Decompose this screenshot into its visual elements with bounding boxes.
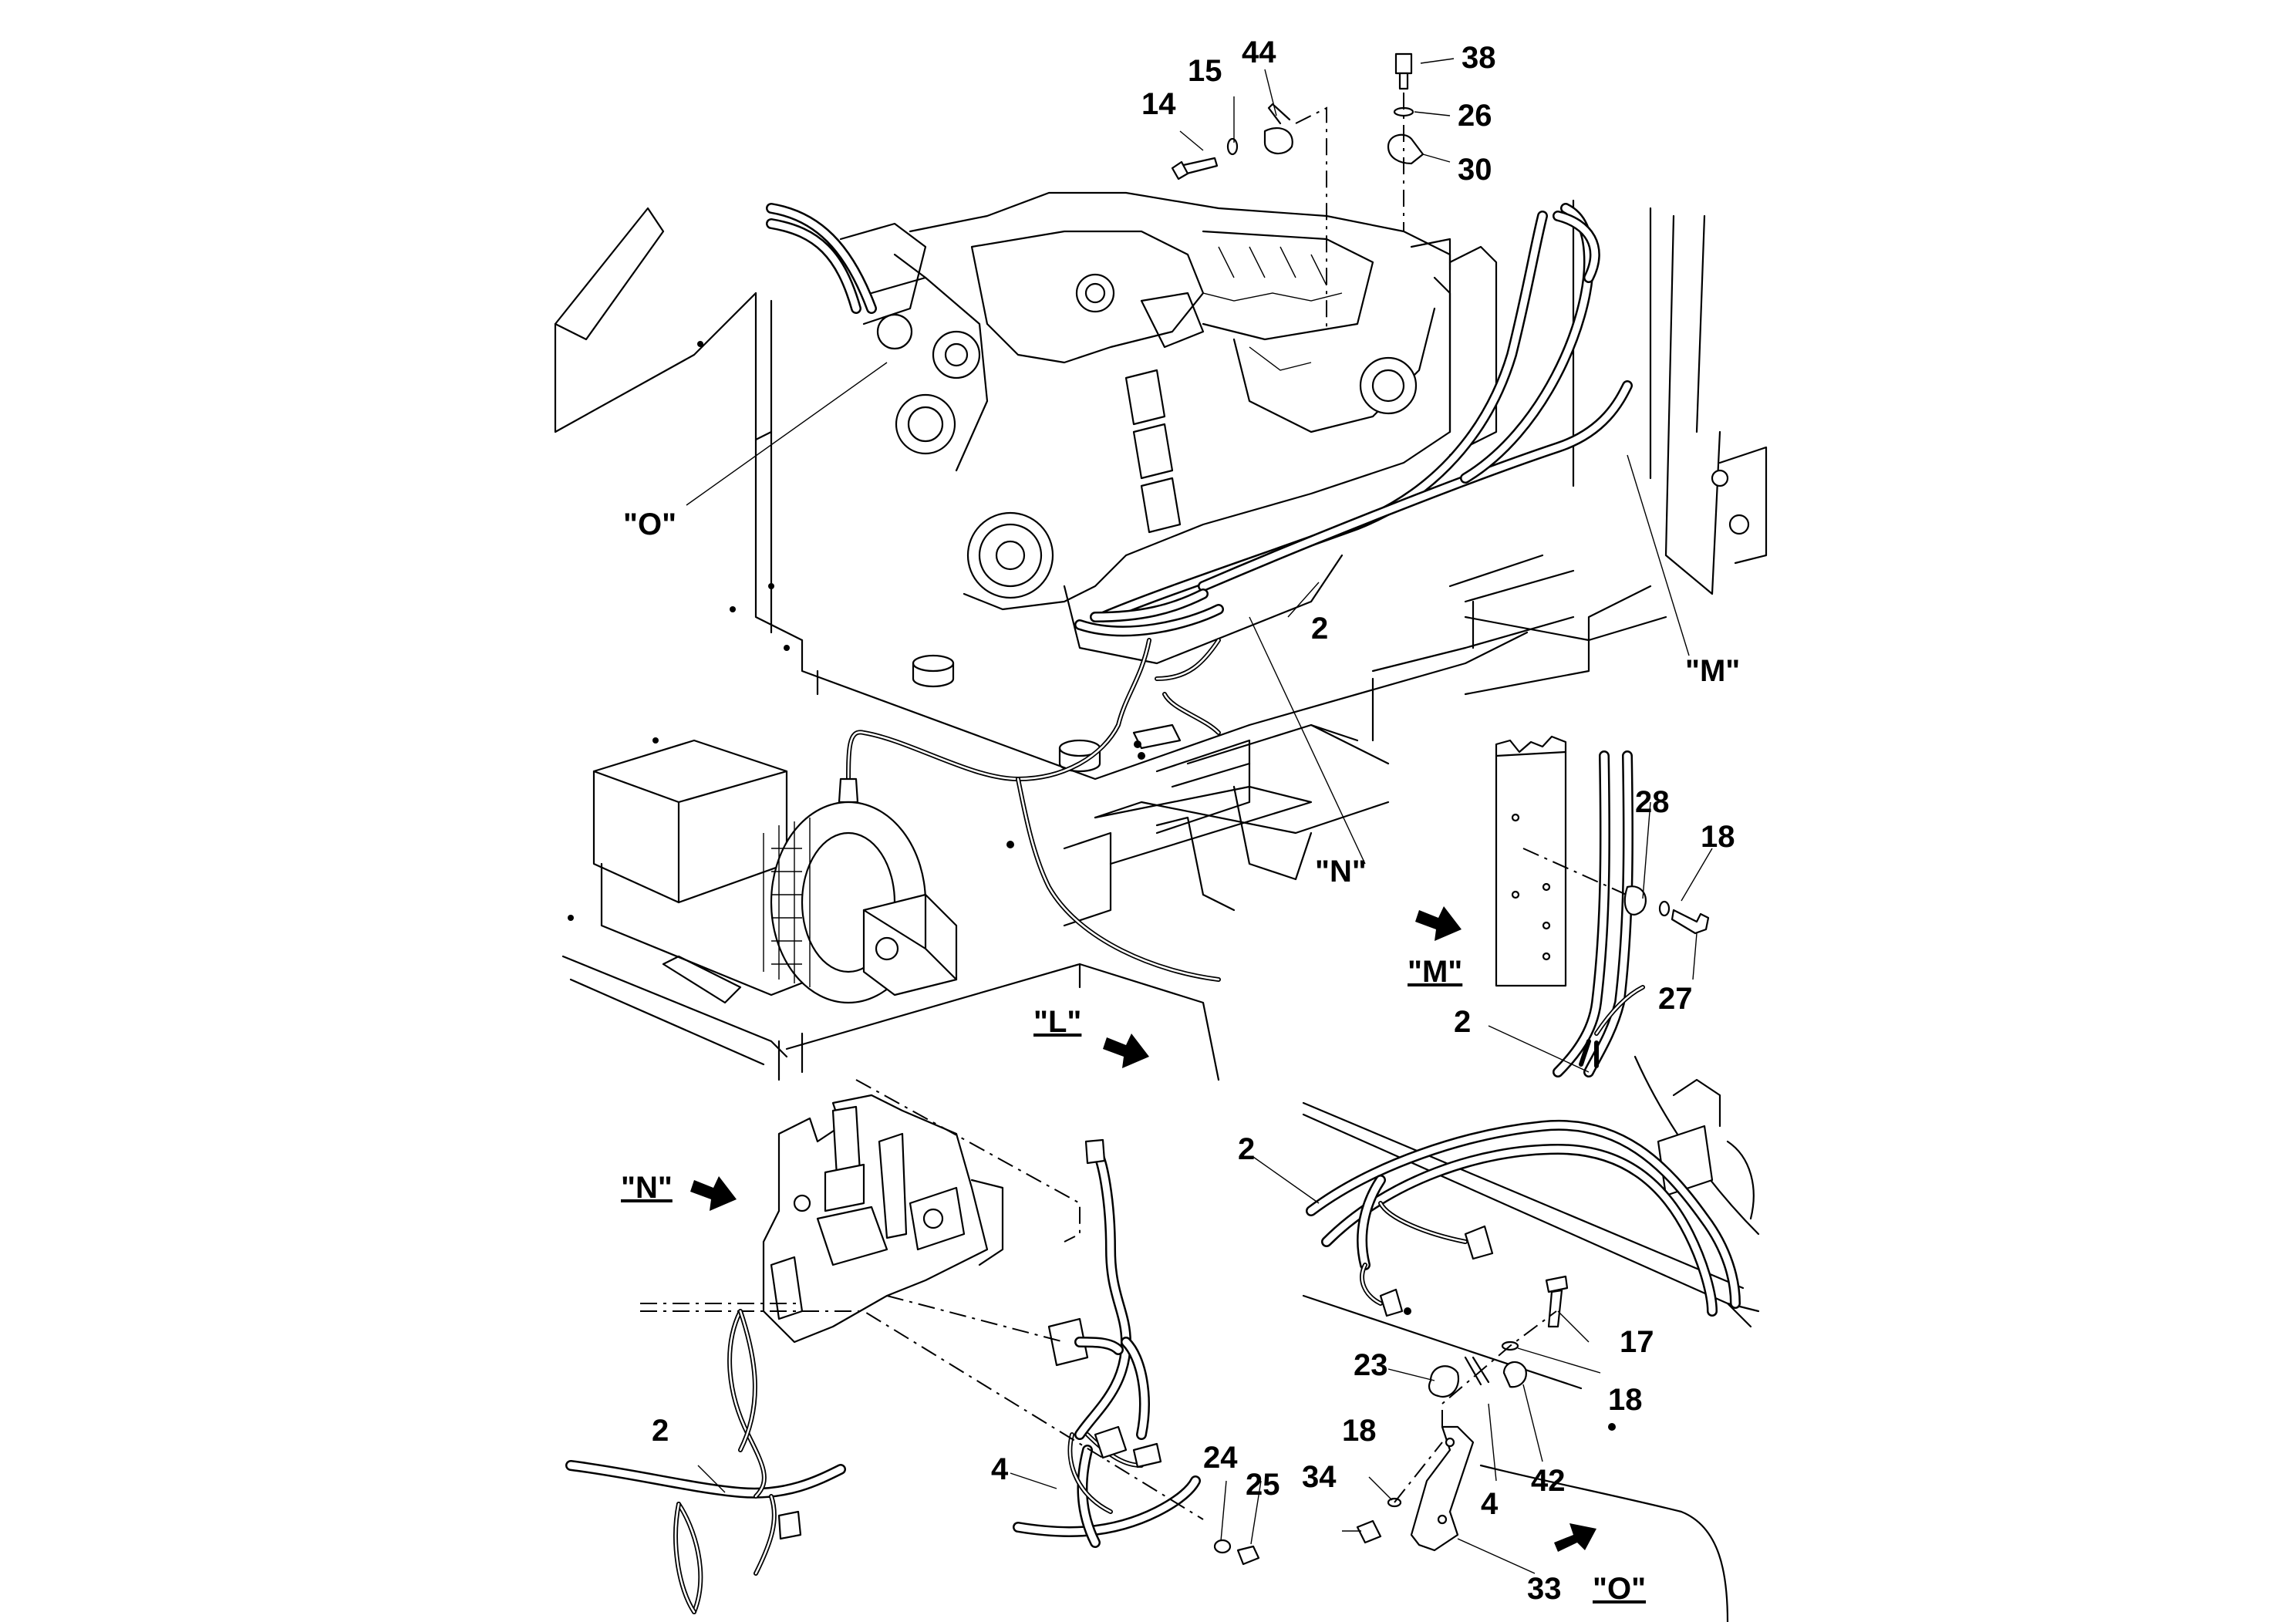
callout-44: 44	[1242, 35, 1276, 69]
leader-lines	[686, 362, 1713, 1574]
view-title-O: "O"	[1593, 1573, 1646, 1604]
view-title-O-text: "O"	[1593, 1572, 1647, 1606]
callout-2-view-O: 2	[1238, 1132, 1256, 1166]
top-fasteners	[1171, 52, 1455, 332]
callout-27: 27	[1658, 982, 1693, 1016]
thick-right-arrow-icon	[1415, 906, 1462, 941]
view-reference-O: "O"	[623, 508, 677, 541]
generator-assembly	[561, 737, 1390, 1081]
callout-18-view-O-upper: 18	[1608, 1383, 1643, 1417]
thick-right-arrow-icon	[1554, 1523, 1596, 1552]
callout-2-view-N: 2	[652, 1414, 669, 1448]
callout-38: 38	[1462, 41, 1496, 75]
detail-view-M	[1495, 735, 1710, 1077]
view-title-M-text: "M"	[1408, 955, 1463, 989]
view-title-N-text: "N"	[621, 1171, 673, 1205]
callout-4-view-O: 4	[1481, 1487, 1499, 1521]
view-title-M: "M"	[1408, 956, 1462, 987]
callout-25: 25	[1246, 1468, 1280, 1502]
callout-34: 34	[1302, 1460, 1337, 1494]
callout-23: 23	[1354, 1348, 1388, 1382]
callout-24: 24	[1203, 1441, 1238, 1475]
view-title-L: "L"	[1033, 1007, 1081, 1037]
callout-18-view-M: 18	[1701, 820, 1735, 854]
callout-30: 30	[1458, 153, 1492, 187]
view-title-N: "N"	[621, 1172, 673, 1203]
callout-4-view-N: 4	[991, 1452, 1009, 1486]
callout-33: 33	[1527, 1572, 1562, 1606]
view-reference-N: "N"	[1315, 855, 1367, 889]
callout-26: 26	[1458, 99, 1492, 133]
callout-15: 15	[1188, 54, 1222, 88]
callout-2-view-M: 2	[1454, 1005, 1472, 1039]
engine-assembly	[554, 191, 1768, 927]
callout-18-view-O-lower: 18	[1342, 1414, 1377, 1448]
detail-view-N	[565, 1079, 1262, 1614]
callout-42: 42	[1531, 1464, 1566, 1498]
callout-17: 17	[1620, 1325, 1654, 1359]
detail-view-O	[1302, 1055, 1760, 1622]
callout-28: 28	[1635, 785, 1670, 819]
callout-2-engine: 2	[1311, 612, 1329, 646]
view-reference-M: "M"	[1685, 654, 1741, 688]
thick-right-arrow-icon	[1103, 1034, 1149, 1068]
view-title-L-text: "L"	[1033, 1005, 1082, 1039]
thick-right-arrow-icon	[690, 1176, 737, 1211]
callout-14: 14	[1141, 87, 1176, 121]
